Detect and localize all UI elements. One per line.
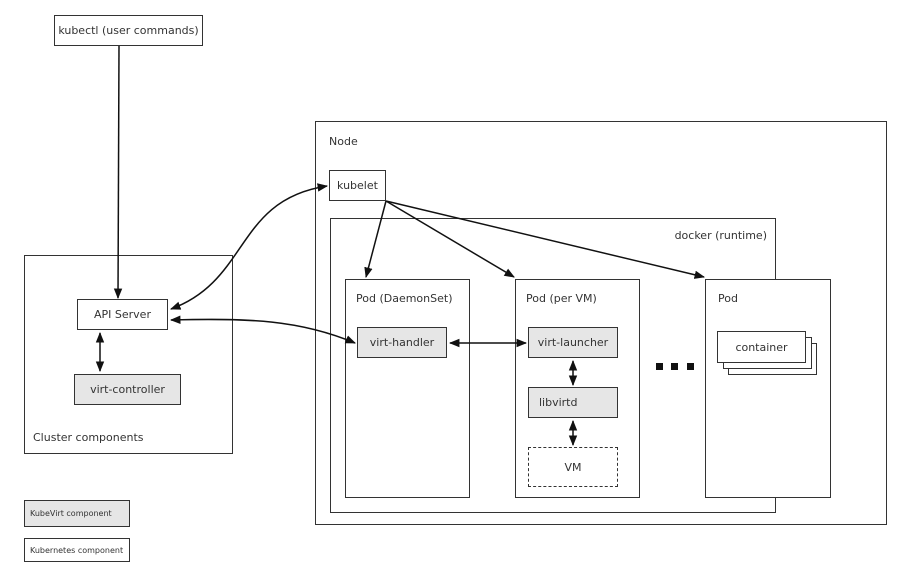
ellipsis-dot	[671, 363, 678, 370]
cluster-components-group: Cluster components	[24, 255, 233, 454]
pod-generic: Pod	[705, 279, 831, 498]
libvirtd-box: libvirtd	[528, 387, 618, 418]
api-server-label: API Server	[94, 308, 151, 321]
virt-launcher-label: virt-launcher	[537, 336, 609, 349]
virt-handler-box: virt-handler	[357, 327, 447, 358]
docker-runtime-label: docker (runtime)	[674, 229, 767, 242]
pod-generic-label: Pod	[718, 292, 738, 305]
vm-label: VM	[564, 460, 582, 474]
ellipsis-dot	[656, 363, 663, 370]
container-box: container	[717, 331, 806, 363]
kubectl-box: kubectl (user commands)	[54, 15, 203, 46]
cluster-components-label: Cluster components	[33, 431, 144, 444]
legend-kubernetes: Kubernetes component	[24, 538, 130, 562]
virt-controller-box: virt-controller	[74, 374, 181, 405]
legend-kubevirt-label: KubeVirt component	[30, 509, 112, 518]
legend-kubernetes-label: Kubernetes component	[30, 545, 124, 555]
pod-daemonset-label: Pod (DaemonSet)	[356, 292, 453, 305]
kubelet-label: kubelet	[337, 179, 378, 192]
virt-controller-label: virt-controller	[90, 383, 165, 396]
libvirtd-label: libvirtd	[539, 396, 578, 409]
pod-per-vm-label: Pod (per VM)	[526, 292, 597, 305]
kubelet-box: kubelet	[329, 170, 386, 201]
ellipsis-dot	[687, 363, 694, 370]
virt-handler-label: virt-handler	[369, 336, 435, 349]
kubectl-label: kubectl (user commands)	[58, 24, 199, 37]
api-server-box: API Server	[77, 299, 168, 330]
vm-box: VM	[528, 447, 618, 487]
virt-launcher-box: virt-launcher	[528, 327, 618, 358]
legend-kubevirt: KubeVirt component	[24, 500, 130, 527]
container-label: container	[735, 340, 788, 354]
node-label: Node	[329, 135, 358, 148]
pod-daemonset: Pod (DaemonSet)	[345, 279, 470, 498]
